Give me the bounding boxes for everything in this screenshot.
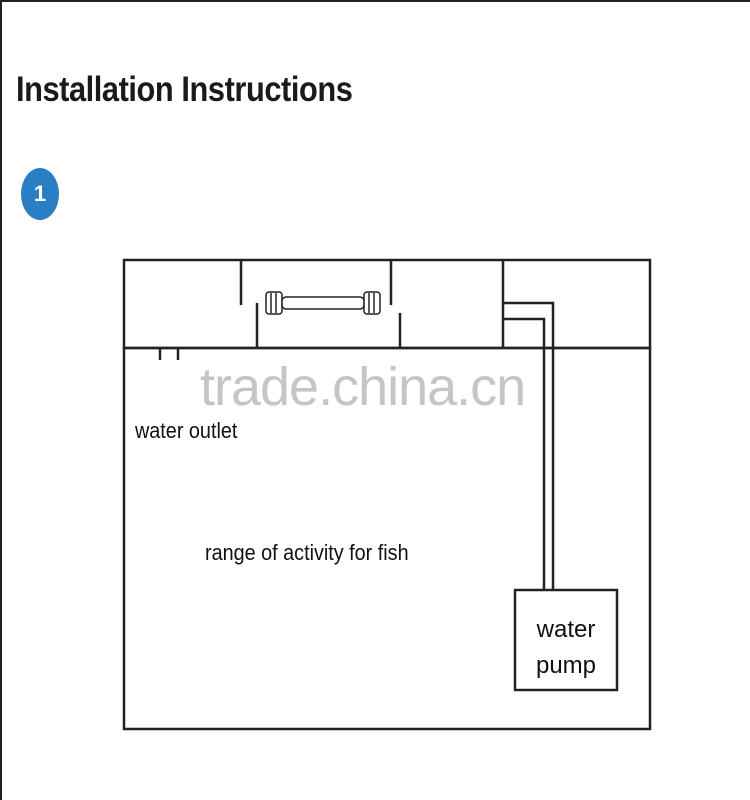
watermark: trade.china.cn xyxy=(200,357,526,417)
fish-area-label: range of activity for fish xyxy=(205,540,409,565)
pipe-outer xyxy=(503,301,555,590)
pump-label-line-1: water xyxy=(536,616,596,643)
uv-lamp-icon xyxy=(265,291,381,315)
filter-box xyxy=(122,258,652,350)
water-pump-box xyxy=(513,588,619,692)
pump-label-line-2: pump xyxy=(535,652,597,679)
step-number-badge: 1 xyxy=(21,168,59,220)
pipe-inner xyxy=(503,317,546,590)
page-title: Installation Instructions xyxy=(16,70,353,109)
fish-tank xyxy=(122,346,652,731)
water-pump-label: water pump xyxy=(515,612,617,684)
water-outlet-label: water outlet xyxy=(135,418,238,443)
